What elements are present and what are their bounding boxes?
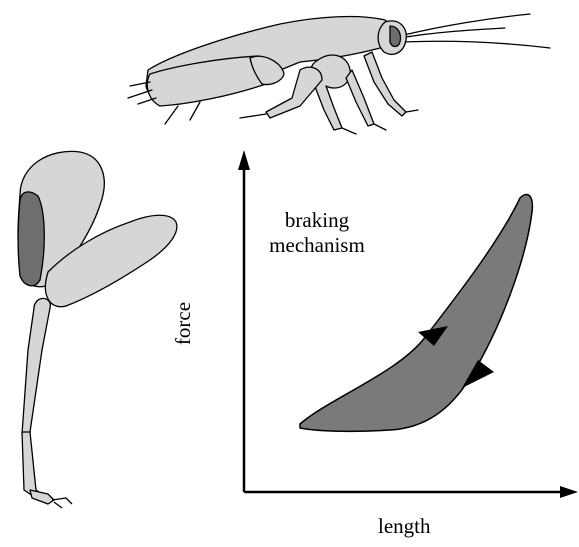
annotation-line-1: braking	[262, 208, 372, 233]
middle-leg-2	[346, 70, 374, 126]
middle-leg	[311, 55, 351, 130]
leg-tibia	[22, 298, 50, 434]
antenna-1	[400, 14, 530, 36]
x-axis-arrowhead	[560, 486, 578, 498]
x-axis-label: length	[378, 514, 431, 539]
leg-claw	[52, 498, 72, 508]
antenna-3	[400, 28, 505, 38]
mid-leg-tarsus	[342, 110, 418, 134]
cockroach-illustration	[128, 14, 550, 134]
leg-tarsus-2	[30, 490, 54, 504]
leg-coxa-muscle	[18, 192, 44, 286]
front-leg	[364, 52, 406, 116]
y-axis-arrowhead	[238, 150, 250, 170]
braking-mechanism-annotation: braking mechanism	[262, 208, 372, 258]
hind-leg-tarsus	[165, 102, 266, 124]
annotation-line-2: mechanism	[262, 233, 372, 258]
y-axis-label: force	[171, 302, 196, 345]
leg-illustration	[18, 151, 177, 508]
antenna-2	[402, 41, 550, 48]
